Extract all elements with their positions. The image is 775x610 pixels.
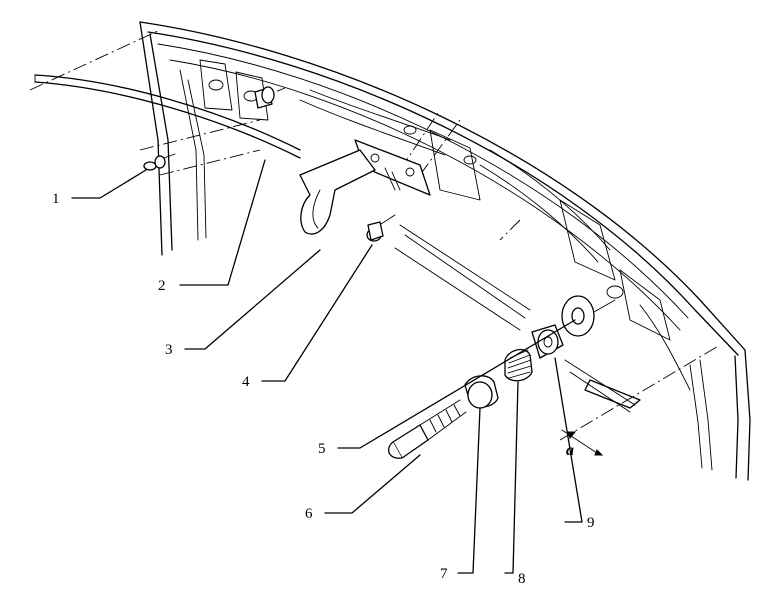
upper-bolt bbox=[254, 86, 275, 109]
washer bbox=[561, 295, 616, 337]
leader-3 bbox=[184, 249, 321, 350]
leader-9 bbox=[554, 357, 583, 523]
weather-strip bbox=[34, 74, 301, 159]
screw-1 bbox=[143, 153, 176, 171]
leader-6 bbox=[324, 454, 421, 514]
leader-8 bbox=[504, 381, 519, 574]
leader-5 bbox=[337, 319, 576, 449]
callout-3: 3 bbox=[165, 342, 173, 358]
bumper-7 bbox=[464, 375, 499, 409]
tailgate-panel bbox=[139, 21, 751, 481]
striker-pin-6 bbox=[387, 399, 467, 459]
leader-2 bbox=[179, 159, 266, 286]
striker-bracket bbox=[299, 139, 431, 235]
leader-7 bbox=[457, 407, 481, 574]
callout-7: 7 bbox=[440, 566, 448, 582]
dimension-label: a bbox=[566, 442, 574, 459]
callout-8: 8 bbox=[518, 571, 526, 587]
callout-1: 1 bbox=[52, 191, 60, 207]
dimension-a: a bbox=[561, 429, 604, 459]
bolt-4 bbox=[366, 214, 396, 242]
callout-6: 6 bbox=[305, 506, 313, 522]
leader-4 bbox=[261, 244, 373, 382]
leader-1 bbox=[71, 169, 147, 199]
callout-labels: 1 2 3 4 5 6 7 8 9 bbox=[52, 191, 595, 587]
callout-2: 2 bbox=[158, 278, 166, 294]
callout-5: 5 bbox=[318, 441, 326, 457]
leader-lines bbox=[71, 159, 583, 574]
callout-9: 9 bbox=[587, 515, 595, 531]
callout-4: 4 bbox=[242, 374, 250, 390]
